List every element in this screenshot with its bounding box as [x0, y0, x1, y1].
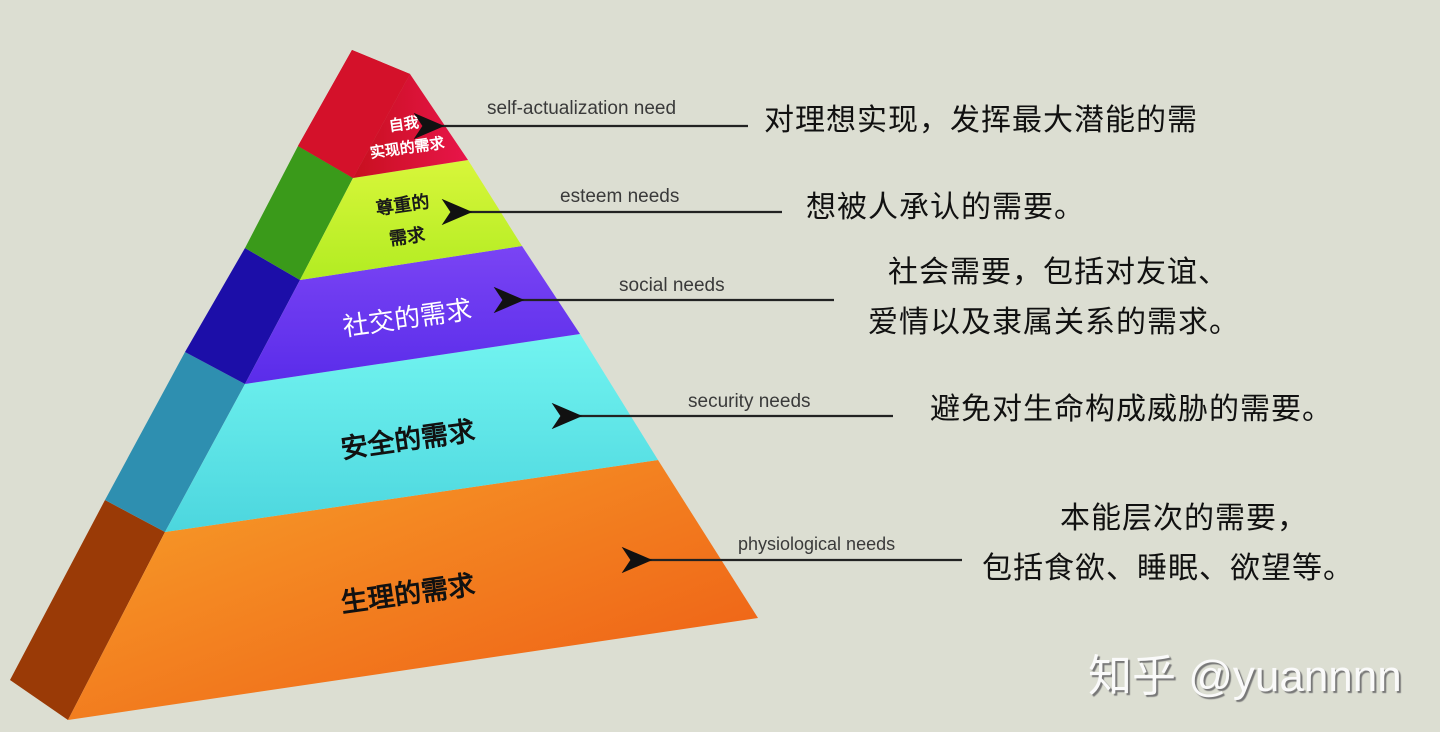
- pointer-arrows: [413, 112, 962, 574]
- description-social: 社会需要，包括对友谊、 爱情以及隶属关系的需求。: [868, 248, 1240, 348]
- description-line: 包括食欲、睡眠、欲望等。: [982, 551, 1354, 586]
- level-label-esteem: 尊重的 需求: [374, 187, 436, 258]
- description-line: 本能层次的需要，: [1060, 501, 1308, 536]
- description-line: 爱情以及隶属关系的需求。: [868, 305, 1240, 340]
- en-label-social: social needs: [619, 275, 725, 296]
- en-label-physiological: physiological needs: [738, 534, 896, 554]
- en-label-self-actualization: self-actualization need: [487, 98, 677, 119]
- en-label-security: security needs: [688, 391, 811, 412]
- description-physiological: 本能层次的需要， 包括食欲、睡眠、欲望等。: [982, 494, 1354, 594]
- description-security: 避免对生命构成威胁的需要。: [930, 392, 1333, 427]
- pyramid-front-faces: [68, 50, 758, 720]
- description-esteem: 想被人承认的需要。: [806, 190, 1085, 225]
- description-line: 社会需要，包括对友谊、: [888, 255, 1229, 290]
- en-label-esteem: esteem needs: [560, 186, 680, 207]
- watermark: 知乎 @yuannnn: [1088, 652, 1402, 701]
- description-self-actualization: 对理想实现，发挥最大潜能的需: [764, 103, 1198, 138]
